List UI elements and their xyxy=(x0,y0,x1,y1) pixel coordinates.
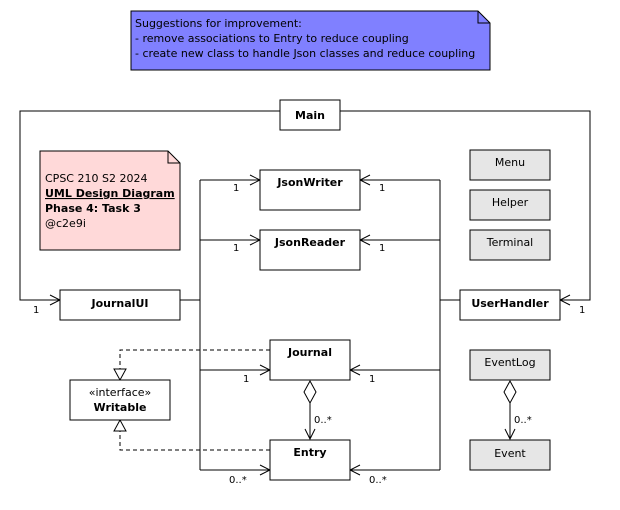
suggestion-note: Suggestions for improvement: - remove as… xyxy=(130,10,491,71)
class-journalui-label: JournalUI xyxy=(91,297,149,310)
realization-lines xyxy=(119,349,270,451)
class-journalui[interactable]: JournalUI xyxy=(59,289,181,321)
mult-main-to-journalui: 1 xyxy=(33,305,39,316)
class-userhandler[interactable]: UserHandler xyxy=(459,289,561,321)
info-note: CPSC 210 S2 2024 UML Design Diagram Phas… xyxy=(39,150,181,251)
mult-ui-to-reader: 1 xyxy=(233,243,239,254)
class-terminal-label: Terminal xyxy=(486,236,534,249)
class-entry-label: Entry xyxy=(293,446,326,459)
class-terminal[interactable]: Terminal xyxy=(469,229,551,261)
suggestion-note-line-2: - remove associations to Entry to reduce… xyxy=(135,32,409,45)
class-main[interactable]: Main xyxy=(279,99,341,131)
info-note-fold xyxy=(167,151,180,164)
suggestion-note-line-1: Suggestions for improvement: xyxy=(135,17,302,30)
suggestion-note-line-3: - create new class to handle Json classe… xyxy=(135,47,475,60)
class-menu-label: Menu xyxy=(495,156,525,169)
entry-realizes-writable-line xyxy=(119,431,270,451)
mult-uh-to-entry: 0..* xyxy=(369,475,387,486)
interface-writable-label: Writable xyxy=(94,401,147,414)
journal-realization-triangle xyxy=(113,368,127,382)
interface-writable[interactable]: «interface» Writable xyxy=(69,379,171,421)
info-note-author: @c2e9i xyxy=(45,217,86,230)
class-event-label: Event xyxy=(494,447,526,460)
info-note-title: UML Design Diagram xyxy=(45,187,175,200)
class-helper[interactable]: Helper xyxy=(469,189,551,221)
class-jsonreader[interactable]: JsonReader xyxy=(259,229,361,271)
mult-journal-to-entry: 0..* xyxy=(314,415,332,426)
class-journal[interactable]: Journal xyxy=(269,339,351,381)
class-main-label: Main xyxy=(295,109,325,122)
mult-ui-to-journal: 1 xyxy=(243,374,249,385)
suggestion-note-fold xyxy=(477,11,490,24)
journal-realizes-writable-line xyxy=(119,349,270,369)
class-eventlog[interactable]: EventLog xyxy=(469,349,551,381)
main-to-journalui-line xyxy=(19,110,280,300)
mult-uh-to-reader: 1 xyxy=(379,243,385,254)
class-event[interactable]: Event xyxy=(469,439,551,471)
interface-writable-stereotype: «interface» xyxy=(89,386,152,399)
eventlog-aggregation-diamond xyxy=(503,379,517,405)
entry-realization-triangle xyxy=(113,418,127,432)
mult-ui-to-writer: 1 xyxy=(233,183,239,194)
mult-ui-to-entry: 0..* xyxy=(229,475,247,486)
mult-eventlog-to-event: 0..* xyxy=(514,415,532,426)
info-note-phase: Phase 4: Task 3 xyxy=(45,202,141,215)
mult-uh-to-journal: 1 xyxy=(369,374,375,385)
class-journal-label: Journal xyxy=(287,346,332,359)
journal-aggregation-diamond xyxy=(303,379,317,405)
mult-uh-to-writer: 1 xyxy=(379,183,385,194)
info-note-course: CPSC 210 S2 2024 xyxy=(45,172,147,185)
class-jsonwriter[interactable]: JsonWriter xyxy=(259,169,361,211)
class-helper-label: Helper xyxy=(492,196,529,209)
class-eventlog-label: EventLog xyxy=(484,356,535,369)
association-lines xyxy=(19,110,591,470)
class-jsonreader-label: JsonReader xyxy=(274,236,346,249)
class-jsonwriter-label: JsonWriter xyxy=(276,176,343,189)
suggestion-note-shape xyxy=(130,10,491,71)
mult-main-to-userhandler: 1 xyxy=(579,305,585,316)
class-menu[interactable]: Menu xyxy=(469,149,551,181)
info-note-shape xyxy=(39,150,181,251)
main-to-userhandler-line xyxy=(340,110,591,300)
class-userhandler-label: UserHandler xyxy=(471,297,549,310)
class-entry[interactable]: Entry xyxy=(269,439,351,481)
